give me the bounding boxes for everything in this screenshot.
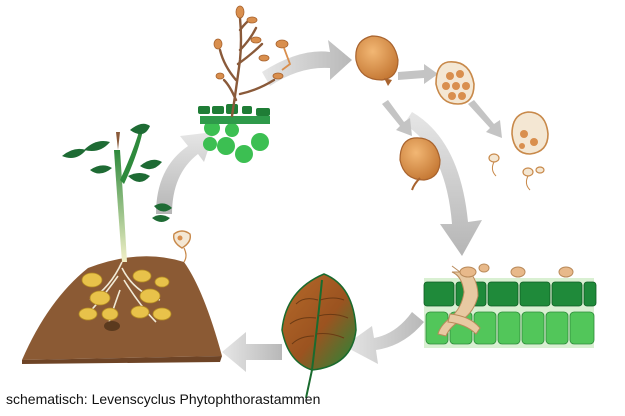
plant-stem: [114, 150, 127, 262]
sporangium-icon: [355, 35, 399, 86]
figure-caption: schematisch: Levenscyclus Phytophthorast…: [6, 391, 321, 407]
potato-plant-icon: [22, 123, 222, 364]
arrow-small-1: [398, 64, 438, 84]
zoospore-icon: [488, 111, 549, 191]
zoospore-icon: [172, 230, 192, 263]
infected-leaf-icon: [281, 273, 357, 399]
leaf-tissue-icon: [423, 263, 597, 348]
germinating-sporangium-icon: [399, 137, 441, 191]
sporangiophore-icon: [198, 5, 292, 163]
zoospore-icon: [459, 263, 574, 278]
arrow-left-up: [156, 132, 214, 214]
soil-mound: [22, 256, 222, 360]
arrow-top: [262, 40, 352, 86]
arrow-right-down: [404, 112, 482, 256]
arrow-bottom-right: [344, 312, 424, 364]
arrow-small-2: [382, 100, 412, 136]
cycle-arrows: [156, 40, 502, 372]
arrow-small-3: [468, 100, 502, 138]
sporangium-zoospores-icon: [435, 61, 475, 105]
arrow-bottom-left: [222, 332, 282, 372]
